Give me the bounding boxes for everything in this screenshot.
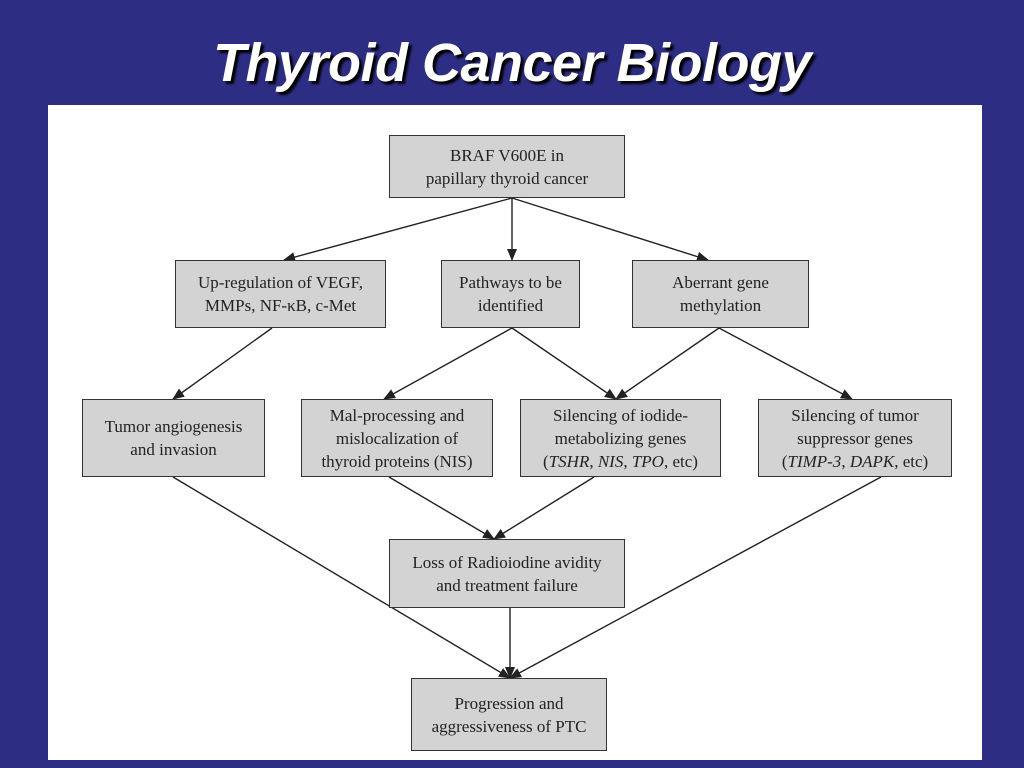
node-radioiodine-loss: Loss of Radioiodine avidity and treatmen… [389,539,625,608]
node-pathways: Pathways to be identified [441,260,580,328]
node-progression: Progression and aggressiveness of PTC [411,678,607,751]
edge-methylation-to-iodide [615,327,720,400]
edge-suppressor-to-progression [509,476,882,679]
separator: , [589,451,598,471]
flowchart-edges [172,197,882,679]
node-line: (TSHR, NIS, TPO, etc) [543,450,698,473]
node-angiogenesis: Tumor angiogenesis and invasion [82,399,265,477]
gene-name: DAPK [849,451,895,471]
node-line: mislocalization of [335,428,459,448]
gene-name: TIMP-3 [787,451,842,471]
edge-angiogenesis-to-progression [172,476,511,679]
separator: , [623,451,632,471]
node-upregulation: Up-regulation of VEGF, MMPs, NF-κB, c-Me… [175,260,386,328]
edge-braf-to-upregulation [283,197,513,262]
paren-open: ( [543,451,549,471]
node-line: identified [477,296,544,315]
node-line: methylation [679,296,762,315]
node-methylation: Aberrant gene methylation [632,260,809,328]
edge-methylation-to-suppressor [718,327,853,400]
node-line: Mal-processing and [329,405,465,425]
paren-open: ( [781,451,788,471]
node-line: and invasion [130,440,217,459]
edge-pathways-to-malprocessing [383,327,513,400]
edge-malprocessing-to-radioiodine [388,476,495,540]
node-line: Tumor angiogenesis [104,417,243,436]
paren-close: , etc) [894,451,929,471]
node-malprocessing: Mal-processing and mislocalization of th… [301,399,493,477]
paren-close: , etc) [663,451,698,471]
edge-pathways-to-iodide [511,327,617,400]
gene-name: TPO [631,451,664,471]
node-suppressor-silencing: Silencing of tumor suppressor genes (TIM… [758,399,952,477]
node-line: Aberrant gene [672,273,769,292]
gene-name: TSHR [548,451,590,471]
edge-braf-to-methylation [511,197,709,262]
node-line: Progression and [454,693,564,713]
node-line: MMPs, NF-κB, c-Met [204,296,357,315]
gene-name: NIS [597,451,624,471]
node-braf-v600e: BRAF V600E in papillary thyroid cancer [389,135,625,198]
node-line: BRAF V600E in [450,145,564,165]
slide-title: Thyroid Cancer Biology [212,33,812,93]
node-line: papillary thyroid cancer [425,168,589,188]
node-line: Up-regulation of VEGF, [198,273,363,292]
node-line: Loss of Radioiodine avidity [412,552,602,572]
node-line: aggressiveness of PTC [431,716,587,736]
node-line: Pathways to be [459,273,562,292]
edge-iodide-to-radioiodine [493,476,595,540]
node-line: Silencing of iodide- [552,405,689,425]
node-line: metabolizing genes [554,428,687,448]
node-line: and treatment failure [436,575,578,595]
separator: , [841,451,850,471]
node-line: (TIMP-3, DAPK, etc) [782,450,928,473]
node-line: Silencing of tumor [791,405,919,425]
flowchart-panel: BRAF V600E in papillary thyroid cancer U… [48,105,982,760]
node-iodide-silencing: Silencing of iodide- metabolizing genes … [520,399,721,477]
node-line: suppressor genes [797,428,913,448]
node-line: thyroid proteins (NIS) [321,451,473,471]
edge-upregulation-to-angiogenesis [172,327,273,400]
